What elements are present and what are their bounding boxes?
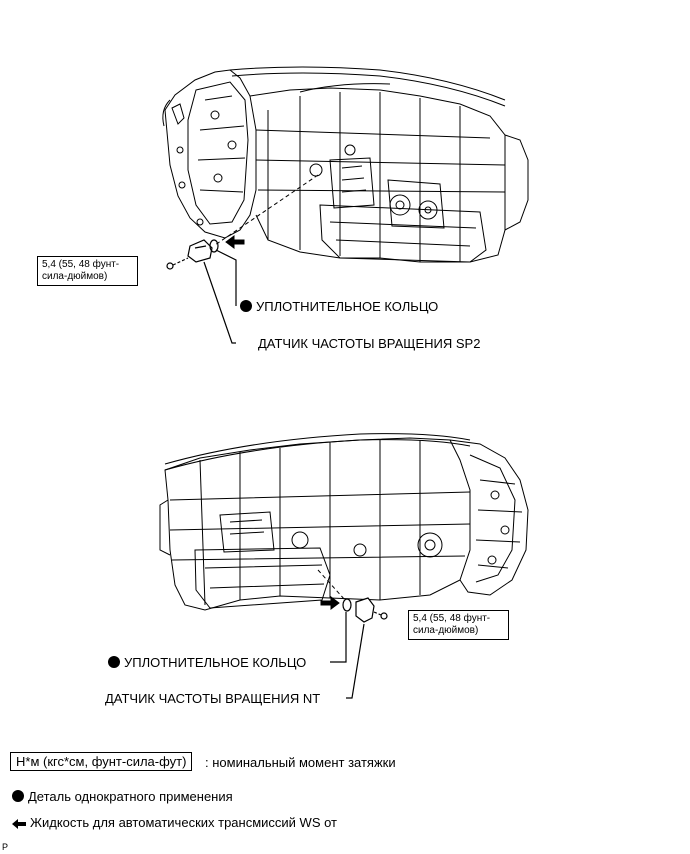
transmission-top-illustration (162, 66, 529, 344)
fluid-arrow-icon (320, 596, 340, 610)
single-use-dot-icon (240, 300, 252, 312)
fluid-arrow-icon (225, 235, 245, 249)
transmission-bottom-illustration (159, 433, 529, 699)
nt-sensor-label: ДАТЧИК ЧАСТОТЫ ВРАЩЕНИЯ NT (105, 691, 321, 706)
legend-torque-desc: : номинальный момент затяжки (205, 755, 396, 770)
corner-mark: P (2, 842, 9, 852)
o-ring-label-bottom: УПЛОТНИТЕЛЬНОЕ КОЛЬЦО (108, 655, 306, 670)
legend-fluid: Жидкость для автоматических трансмиссий … (12, 815, 337, 830)
legend-torque-unit-box: Н*м (кгс*см, фунт-сила-фут) (10, 752, 193, 771)
sp2-sensor-label: ДАТЧИК ЧАСТОТЫ ВРАЩЕНИЯ SP2 (258, 336, 481, 351)
o-ring-label-top: УПЛОТНИТЕЛЬНОЕ КОЛЬЦО (240, 299, 438, 314)
single-use-dot-icon (108, 656, 120, 668)
legend-single-use: Деталь однократного применения (12, 789, 233, 804)
torque-spec-bottom: 5,4 (55, 48 фунт-сила-дюймов) (408, 610, 509, 640)
fluid-arrow-icon (12, 818, 26, 829)
torque-spec-top: 5,4 (55, 48 фунт-сила-дюймов) (37, 256, 138, 286)
single-use-dot-icon (12, 790, 24, 802)
